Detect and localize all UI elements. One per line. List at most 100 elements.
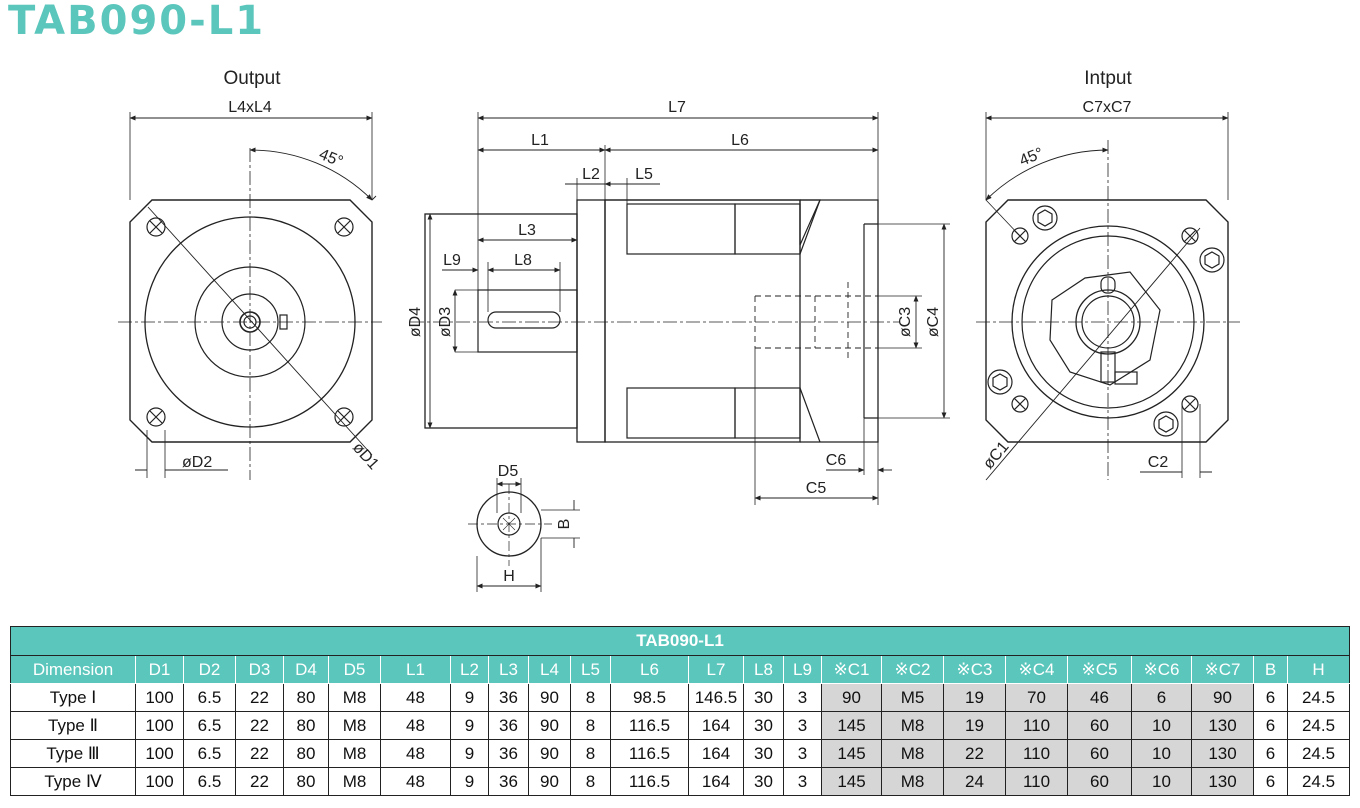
dim-c3: øC3 (897, 307, 914, 337)
table-cell: M8 (881, 711, 944, 740)
table-cell: 10 (1131, 739, 1192, 768)
table-cell: 24 (943, 767, 1006, 796)
table-cell: 90 (528, 683, 571, 712)
table-header-cell: L9 (783, 655, 822, 684)
table-cell: 130 (1191, 767, 1254, 796)
table-cell: 36 (488, 683, 529, 712)
table-header-cell: L3 (488, 655, 529, 684)
table-cell: 30 (743, 767, 784, 796)
dim-c6: C6 (826, 452, 847, 469)
output-angle: 45° (317, 146, 346, 171)
table-cell: 145 (821, 767, 882, 796)
table-header-cell: L6 (610, 655, 689, 684)
table-cell: 90 (821, 683, 882, 712)
table-cell: 48 (380, 683, 451, 712)
table-cell: Type Ⅲ (10, 739, 136, 768)
output-square-dim: L4xL4 (228, 99, 272, 116)
output-label: Output (223, 68, 281, 89)
table-cell: 100 (135, 767, 184, 796)
table-cell: 48 (380, 739, 451, 768)
output-view (118, 112, 382, 480)
table-cell: 6 (1253, 711, 1288, 740)
table-cell: 80 (283, 739, 329, 768)
table-cell: 6 (1253, 739, 1288, 768)
table-cell: 8 (570, 767, 611, 796)
table-cell: M8 (328, 767, 381, 796)
input-angle: 45° (1017, 145, 1046, 170)
table-cell: 22 (235, 711, 284, 740)
table-cell: 110 (1005, 711, 1068, 740)
side-view (410, 112, 950, 505)
table-header-cell: Dimension (10, 655, 136, 684)
table-cell: M8 (328, 683, 381, 712)
output-hole-dim: øD2 (182, 454, 212, 471)
table-cell: 60 (1067, 711, 1132, 740)
table-cell: 116.5 (610, 767, 689, 796)
table-cell: 130 (1191, 739, 1254, 768)
table-cell: 19 (943, 683, 1006, 712)
dim-d3: øD3 (437, 307, 454, 337)
table-cell: 24.5 (1286, 739, 1351, 768)
table-cell: 9 (450, 767, 489, 796)
table-cell: 145 (821, 711, 882, 740)
table-cell: 164 (688, 739, 744, 768)
table-cell: 80 (283, 711, 329, 740)
table-cell: 10 (1131, 711, 1192, 740)
table-cell: 36 (488, 739, 529, 768)
table-cell: 116.5 (610, 711, 689, 740)
table-cell: 70 (1005, 683, 1068, 712)
table-cell: 22 (235, 683, 284, 712)
key-view (468, 478, 580, 592)
table-cell: 30 (743, 739, 784, 768)
input-offset-dim: C2 (1148, 454, 1169, 471)
dim-l7: L7 (668, 99, 686, 116)
dim-l6: L6 (731, 132, 749, 149)
table-header-cell: H (1286, 655, 1351, 684)
table-cell: 24.5 (1286, 711, 1351, 740)
table-cell: 22 (235, 739, 284, 768)
table-cell: 146.5 (688, 683, 744, 712)
table-cell: 3 (783, 711, 822, 740)
dim-l1: L1 (531, 132, 549, 149)
table-cell: M5 (881, 683, 944, 712)
table-cell: 48 (380, 711, 451, 740)
table-cell: 9 (450, 683, 489, 712)
table-cell: 3 (783, 767, 822, 796)
table-header-cell: ※C2 (881, 655, 944, 684)
dim-l9: L9 (443, 252, 461, 269)
table-cell: 60 (1067, 739, 1132, 768)
table-header-cell: D1 (135, 655, 184, 684)
table-cell: 80 (283, 767, 329, 796)
table-cell: 19 (943, 711, 1006, 740)
table-cell: 46 (1067, 683, 1132, 712)
table-cell: 22 (943, 739, 1006, 768)
table-cell: 6 (1253, 767, 1288, 796)
table-cell: 90 (528, 767, 571, 796)
table-cell: 10 (1131, 767, 1192, 796)
table-header-cell: L4 (528, 655, 571, 684)
table-header-cell: ※C5 (1067, 655, 1132, 684)
table-cell: 110 (1005, 767, 1068, 796)
input-label: Intput (1084, 68, 1132, 89)
table-header-cell: D4 (283, 655, 329, 684)
table-cell: M8 (881, 767, 944, 796)
table-cell: 110 (1005, 739, 1068, 768)
dim-c4: øC4 (925, 307, 942, 337)
dim-l2: L2 (582, 166, 600, 183)
table-header-cell: L2 (450, 655, 489, 684)
table-cell: 130 (1191, 711, 1254, 740)
table-cell: 9 (450, 739, 489, 768)
table-cell: 36 (488, 711, 529, 740)
table-cell: Type Ⅱ (10, 711, 136, 740)
table-cell: 8 (570, 739, 611, 768)
table-header-cell: ※C3 (943, 655, 1006, 684)
table-cell: 30 (743, 711, 784, 740)
dim-l8: L8 (514, 252, 532, 269)
table-cell: 100 (135, 683, 184, 712)
